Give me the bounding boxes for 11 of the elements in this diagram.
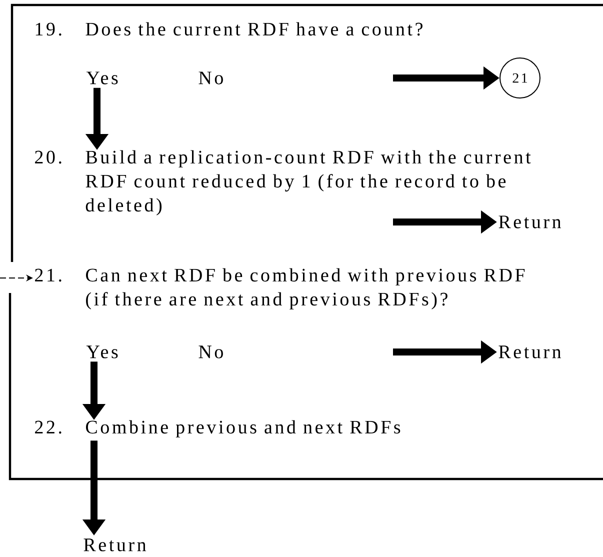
branch-label: No	[198, 346, 223, 358]
return-text: Return	[498, 346, 562, 358]
step-text: 20. Build a replication-count RDF with the current RDF count reduced by 1 (for the record to be deleted)	[35, 150, 531, 216]
return-text: Return	[84, 538, 146, 552]
step-text: 19. Does the current RDF have a count?	[36, 22, 422, 36]
branch-label: Yes	[86, 346, 118, 358]
step-text: 22. Combine previous and next RDFs	[35, 420, 400, 438]
branch-label: Yes	[86, 72, 118, 84]
return-text: Return	[498, 216, 562, 228]
step-text: 21. Can next RDF be combined with previous RDF (if there are next and previous RDFs)?	[35, 268, 525, 310]
branch-label: No	[198, 72, 223, 84]
